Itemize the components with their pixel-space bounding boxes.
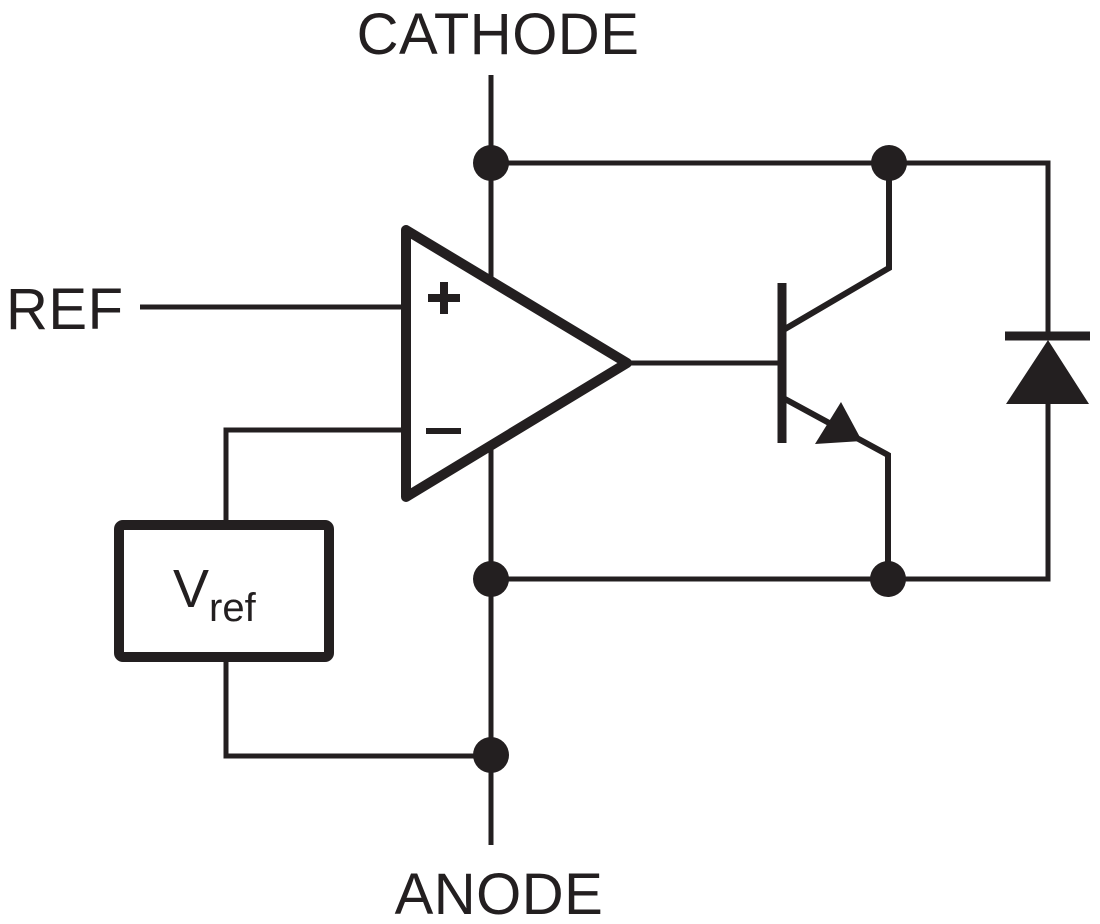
vref-to-anode-wire (223, 658, 491, 759)
junction-dot-icon (871, 145, 907, 181)
junction-dot-icon (870, 561, 906, 597)
ref-label: REF (6, 277, 124, 342)
vref-box-icon (114, 520, 334, 662)
junction-dot-icon (473, 561, 509, 597)
junction-dot-icon (473, 145, 509, 181)
transistor-emitter-wire (783, 396, 891, 579)
cathode-label: CATHODE (357, 2, 640, 67)
opamp-triangle-icon (401, 225, 632, 502)
inverting-feedback-wire (223, 427, 406, 524)
right-rail-top-wire (889, 160, 1051, 338)
junction-dots (473, 145, 907, 773)
error-amplifier-symbol (401, 225, 632, 502)
anode-label: ANODE (395, 862, 604, 924)
junction-dot-icon (473, 737, 509, 773)
plus-input-icon (428, 282, 460, 314)
diode-triangle (1006, 340, 1089, 404)
bottom-rail-wire (491, 400, 1051, 582)
emitter-arrow-icon (815, 402, 862, 444)
npn-transistor-icon (777, 163, 892, 579)
transistor-collector-wire (783, 163, 892, 332)
vref-source-symbol: Vref (114, 520, 334, 662)
diode-icon (1005, 331, 1090, 404)
vref-label: Vref (173, 559, 257, 630)
